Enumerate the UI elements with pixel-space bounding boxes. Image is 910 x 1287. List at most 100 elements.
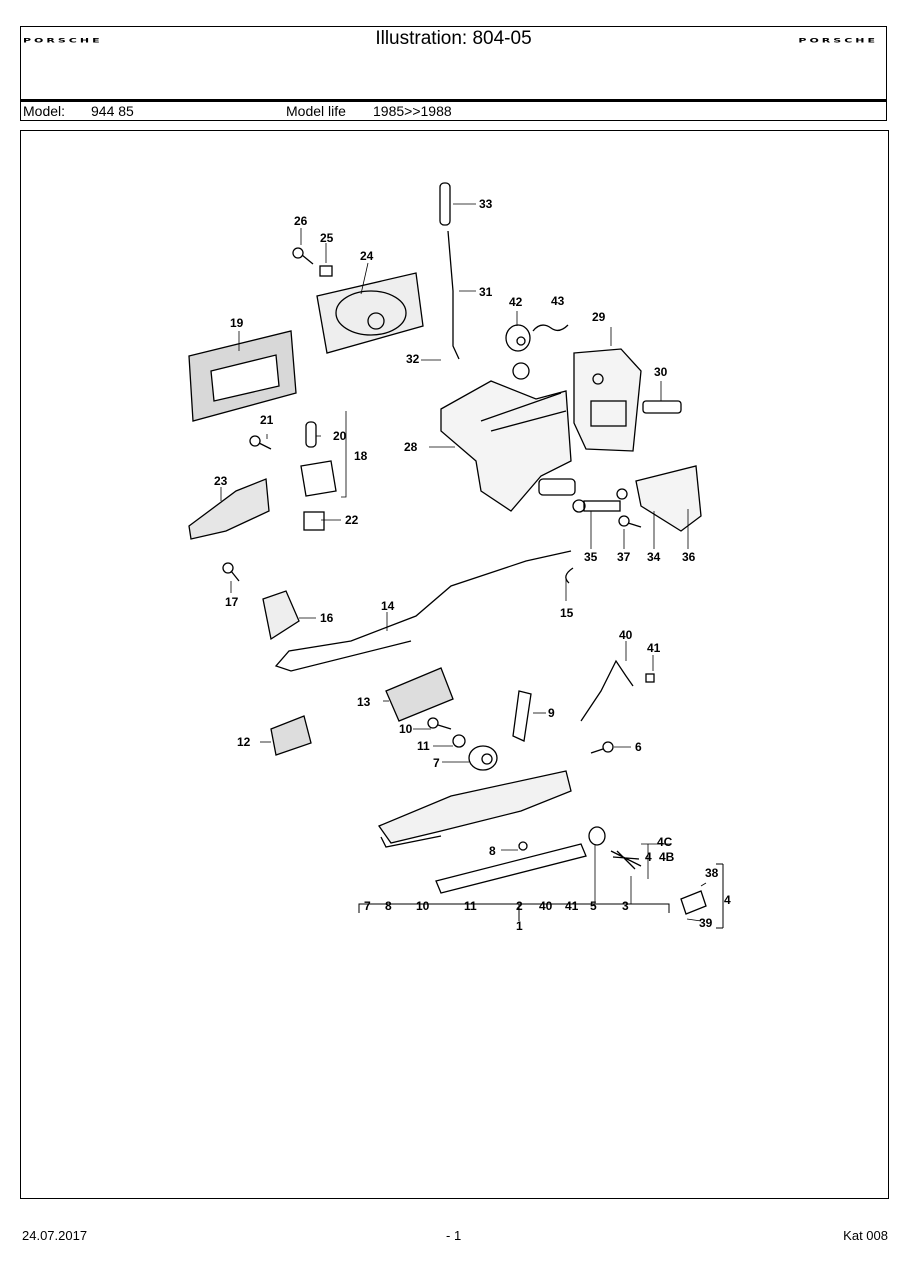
part-21-screw — [249, 435, 272, 450]
label-35: 35 — [584, 550, 598, 564]
header-box: PORSCHE Illustration: 804-05 PORSCHE Mod… — [20, 26, 887, 121]
part-18-bracket — [300, 460, 337, 497]
label-4B: 4B — [659, 850, 675, 864]
label-20: 20 — [333, 429, 347, 443]
part-3-spring — [610, 850, 642, 870]
part-13-gasket — [385, 667, 454, 722]
part-33-knob — [439, 182, 451, 226]
label-32: 32 — [406, 352, 420, 366]
label-41: 41 — [647, 641, 661, 655]
label-29: 29 — [592, 310, 606, 324]
label-4-right: 4 — [724, 893, 731, 907]
legend-7: 7 — [364, 899, 371, 913]
label-30: 30 — [654, 365, 668, 379]
part-37-screw — [618, 515, 642, 528]
label-4C: 4C — [657, 835, 673, 849]
label-22: 22 — [345, 513, 359, 527]
part-40-rod — [580, 659, 634, 722]
label-18: 18 — [354, 449, 368, 463]
legend-bracket — [358, 863, 724, 929]
part-42-bushing — [505, 324, 531, 352]
label-31: 31 — [479, 285, 493, 299]
label-4: 4 — [645, 850, 652, 864]
part-12-gasket — [270, 715, 312, 756]
part-41-clip — [645, 673, 655, 683]
model-life-value: 1985>>1988 — [373, 103, 452, 119]
part-14-cable — [274, 550, 572, 672]
page-title: Illustration: 804-05 — [375, 28, 532, 49]
part-11-washer — [452, 734, 466, 748]
part-number-labels: 33 26 25 24 31 42 43 29 19 32 30 28 21 2… — [214, 197, 731, 933]
label-9: 9 — [548, 706, 555, 720]
legend-40: 40 — [539, 899, 553, 913]
footer-catalog: Kat 008 — [843, 1228, 888, 1243]
label-12: 12 — [237, 735, 251, 749]
footer-page: - 1 — [446, 1228, 462, 1243]
part-24-handle-recess — [316, 272, 424, 354]
part-5-bushing — [588, 826, 606, 846]
part-16-guide — [262, 590, 300, 641]
label-40: 40 — [619, 628, 633, 642]
label-13: 13 — [357, 695, 371, 709]
part-23-inner-handle — [188, 478, 270, 540]
label-10: 10 — [399, 722, 413, 736]
label-16: 16 — [320, 611, 334, 625]
model-life-label: Model life — [286, 103, 346, 119]
label-19: 19 — [230, 316, 244, 330]
legend-8: 8 — [385, 899, 392, 913]
part-34-striker-plate — [635, 465, 702, 532]
model-row: Model: 944 85 Model life 1985>>1988 — [21, 99, 886, 120]
label-36: 36 — [682, 550, 696, 564]
legend-10: 10 — [416, 899, 430, 913]
label-24: 24 — [360, 249, 374, 263]
label-17: 17 — [225, 595, 239, 609]
label-26: 26 — [294, 214, 308, 228]
part-8-handle-trim — [435, 843, 587, 894]
part-2-outer-handle — [378, 770, 572, 848]
legend-11: 11 — [464, 899, 477, 913]
label-6: 6 — [635, 740, 642, 754]
diagram-frame: 33 26 25 24 31 42 43 29 19 32 30 28 21 2… — [20, 130, 889, 1199]
part-35-bolt — [572, 499, 621, 513]
label-37: 37 — [617, 550, 631, 564]
part-29-lock-plate — [573, 348, 642, 452]
legend-41: 41 — [565, 899, 579, 913]
part-36-washer — [616, 488, 628, 500]
label-39: 39 — [699, 916, 713, 930]
label-11: 11 — [417, 739, 430, 753]
label-8: 8 — [489, 844, 496, 858]
label-25: 25 — [320, 231, 334, 245]
legend-5: 5 — [590, 899, 597, 913]
part-10-screw — [427, 717, 452, 730]
legend-2: 2 — [516, 899, 523, 913]
label-43: 43 — [551, 294, 565, 308]
model-value: 944 85 — [91, 103, 134, 119]
label-33: 33 — [479, 197, 493, 211]
part-19-foam-pad — [188, 330, 297, 422]
model-label: Model: — [23, 103, 66, 119]
label-7: 7 — [433, 756, 440, 770]
label-21: 21 — [260, 413, 274, 427]
leader-lines — [220, 203, 707, 922]
part-25-clip — [319, 265, 333, 277]
part-7-lock-cylinder — [468, 745, 498, 771]
label-34: 34 — [647, 550, 661, 564]
part-28-lock-mechanism — [440, 362, 576, 512]
label-14: 14 — [381, 599, 395, 613]
label-38: 38 — [705, 866, 719, 880]
part-4-lock-insert — [680, 890, 707, 915]
label-42: 42 — [509, 295, 523, 309]
part-43-spring-clip — [532, 324, 569, 332]
part-31-rod — [447, 230, 460, 360]
part-30-bolt — [642, 400, 682, 414]
part-6-screw — [590, 741, 614, 754]
label-15: 15 — [560, 606, 574, 620]
legend-total-1: 1 — [516, 919, 523, 933]
part-26-screw — [292, 247, 314, 265]
legend-3: 3 — [622, 899, 629, 913]
label-28: 28 — [404, 440, 418, 454]
porsche-logo-right: PORSCHE — [798, 37, 878, 45]
part-17-screw — [222, 562, 240, 582]
label-23: 23 — [214, 474, 228, 488]
exploded-parts-diagram: 33 26 25 24 31 42 43 29 19 32 30 28 21 2… — [188, 182, 731, 933]
